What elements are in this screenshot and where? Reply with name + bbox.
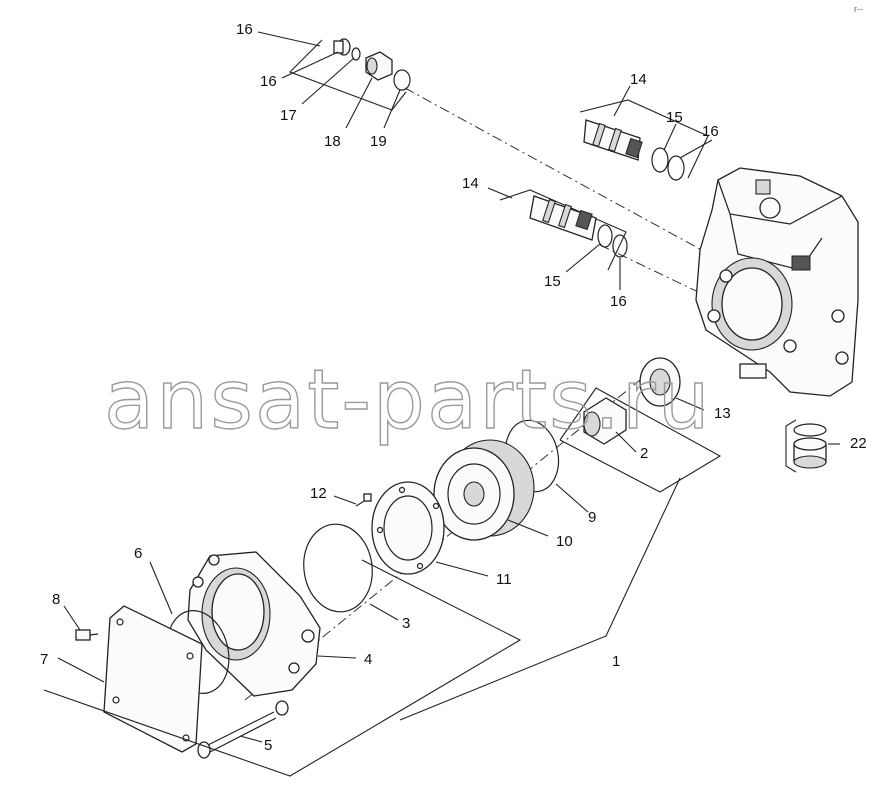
part-15-oring-upper	[651, 147, 669, 173]
callout-6: 6	[134, 545, 142, 562]
part-group-14-lower	[499, 189, 628, 271]
callout-20: 18	[324, 133, 341, 150]
part-4-housing	[187, 551, 321, 697]
callout-11: 11	[496, 571, 512, 588]
part-3-oring	[303, 523, 373, 613]
part-15-oring-lower	[597, 224, 613, 248]
part-16-ring-upper	[667, 155, 685, 181]
callout-16-lower: 16	[610, 293, 627, 310]
part-22-plug	[785, 419, 827, 473]
part-20-fitting	[365, 51, 393, 81]
callout-22: 22	[850, 435, 867, 452]
callout-15-upper: 15	[666, 109, 683, 126]
part-14-spool-lower	[529, 195, 597, 241]
callout-15-lower: 15	[544, 273, 561, 290]
callout-19: 17	[280, 107, 297, 124]
valve-body-housing	[695, 167, 859, 397]
callout-9: 9	[588, 509, 596, 526]
callout-1: 1	[612, 653, 620, 670]
callout-14-upper: 14	[630, 71, 647, 88]
callout-5: 5	[264, 737, 272, 754]
callout-13: 13	[714, 405, 731, 422]
part-12-screw	[355, 493, 372, 507]
callout-8: 8	[52, 591, 60, 608]
part-2-solenoid	[583, 397, 627, 445]
part-14-spool-upper	[583, 119, 643, 161]
part-group-17	[289, 38, 411, 111]
callout-leaders	[57, 31, 840, 743]
corner-mark: r--	[854, 4, 863, 14]
part-21-oring	[393, 69, 411, 91]
part-18-plug	[333, 38, 351, 56]
part-11-plate	[371, 481, 445, 575]
callout-18: 16	[260, 73, 277, 90]
part-8-bolt	[75, 629, 99, 641]
callout-2: 2	[640, 445, 648, 462]
part-1-assembly-leaders	[43, 477, 681, 777]
part-19-oring	[351, 47, 361, 61]
callout-17: 16	[236, 21, 253, 38]
callout-labels: 16 16 17 18 19 14 15 16 14 15 16 13 22 2…	[40, 21, 867, 754]
part-13-seal	[639, 357, 681, 407]
callout-10: 10	[556, 533, 573, 550]
callout-14-lower: 14	[462, 175, 479, 192]
callout-7: 7	[40, 651, 48, 668]
callout-16-upper: 16	[702, 123, 719, 140]
callout-12: 12	[310, 485, 327, 502]
watermark-text: ansat-parts.ru	[104, 353, 712, 448]
part-2-valve-group	[559, 387, 722, 493]
callout-3: 3	[402, 615, 410, 632]
part-group-14-upper	[579, 99, 709, 181]
part-16-ring-lower	[612, 234, 628, 258]
callout-4: 4	[364, 651, 372, 668]
part-10-rotor	[433, 439, 535, 541]
part-5-bolt	[197, 700, 289, 759]
part-7-cover	[103, 605, 203, 753]
callout-21: 19	[370, 133, 387, 150]
